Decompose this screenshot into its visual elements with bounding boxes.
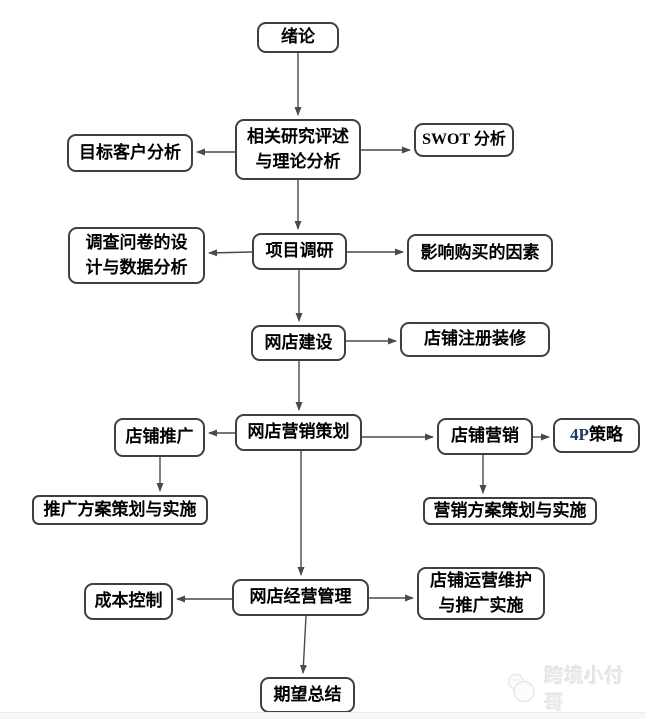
node-marketing-planning: 网店营销策划 — [235, 414, 362, 451]
watermark: 跨境小付哥 — [505, 666, 635, 714]
node-store-management: 网店经营管理 — [232, 579, 369, 616]
node-marketing-implementation: 营销方案策划与实施 — [423, 497, 597, 525]
node-store-registration: 店铺注册装修 — [400, 322, 550, 357]
watermark-mascot-icon — [507, 673, 535, 703]
node-store-promotion: 店铺推广 — [114, 418, 205, 457]
node-cost-control: 成本控制 — [84, 583, 173, 620]
4p-strategy-suffix: 策略 — [588, 425, 623, 445]
arrow-project-survey — [208, 249, 253, 257]
node-store-construction: 网店建设 — [251, 325, 346, 361]
node-swot-analysis: SWOT 分析 — [414, 123, 514, 157]
watermark-text: 跨境小付哥 — [544, 666, 625, 714]
bottom-divider — [0, 712, 646, 719]
node-purchase-factors: 影响购买的因素 — [407, 234, 553, 272]
4p-strategy-prefix: 4P — [570, 425, 589, 445]
node-survey-design: 调查问卷的设 计与数据分析 — [68, 227, 205, 284]
node-research-review: 相关研究评述 与理论分析 — [235, 119, 361, 180]
arrow-management-summary — [299, 615, 307, 674]
node-4p-strategy: 4P 策略 — [553, 418, 640, 453]
node-summary: 期望总结 — [260, 677, 355, 713]
node-promotion-implementation: 推广方案策划与实施 — [32, 495, 208, 525]
node-introduction: 绪论 — [257, 22, 339, 53]
node-operation-maintenance: 店铺运营维护 与推广实施 — [417, 567, 545, 620]
node-project-research: 项目调研 — [252, 233, 347, 270]
node-target-customer: 目标客户分析 — [67, 134, 193, 172]
node-store-marketing: 店铺营销 — [437, 418, 533, 455]
